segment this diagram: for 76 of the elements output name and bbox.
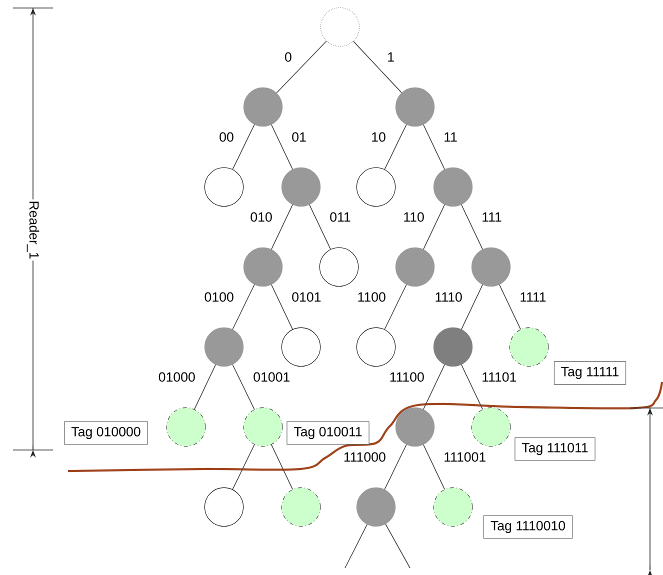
edge-label: 0100 bbox=[202, 290, 236, 304]
edge bbox=[385, 524, 410, 568]
edge bbox=[276, 40, 327, 94]
tag-label-box: Tag 11111 bbox=[554, 361, 626, 385]
edge-label: 1111 bbox=[518, 291, 548, 303]
edge bbox=[384, 124, 407, 170]
tag-node bbox=[281, 487, 321, 527]
tree-node bbox=[395, 247, 435, 287]
edge-label: 11101 bbox=[480, 370, 518, 384]
tag-node bbox=[243, 407, 283, 447]
edge-label: 111 bbox=[480, 211, 504, 223]
edge bbox=[461, 364, 483, 410]
tree-node bbox=[281, 167, 321, 207]
empty-node bbox=[204, 167, 244, 207]
tag-node bbox=[166, 407, 206, 447]
tag-label-box: Tag 111011 bbox=[514, 437, 596, 461]
edge bbox=[232, 364, 255, 410]
empty-node bbox=[204, 487, 244, 527]
empty-node bbox=[319, 247, 359, 287]
edge-label: 01001 bbox=[252, 370, 292, 384]
edge bbox=[461, 284, 483, 330]
tag-label-box: Tag 010011 bbox=[286, 421, 370, 445]
edge bbox=[232, 124, 255, 170]
edge-label: 0 bbox=[283, 50, 294, 64]
edge-label: 111001 bbox=[442, 450, 488, 464]
edge bbox=[384, 284, 407, 330]
edge bbox=[232, 444, 255, 490]
edge bbox=[423, 124, 445, 170]
edge-label: 1110 bbox=[433, 290, 464, 304]
tag-label-box: Tag 010000 bbox=[64, 421, 148, 445]
edge-label: 010 bbox=[248, 210, 274, 224]
tree-node bbox=[471, 247, 511, 287]
edge bbox=[423, 204, 445, 250]
tree-node bbox=[433, 167, 473, 207]
tag-node bbox=[509, 327, 549, 367]
tree-node bbox=[243, 87, 283, 127]
edge bbox=[461, 204, 483, 250]
edge bbox=[353, 40, 402, 94]
edge bbox=[309, 204, 331, 250]
tree-node bbox=[356, 487, 396, 527]
edge-label: 1 bbox=[386, 51, 396, 63]
edge bbox=[271, 444, 293, 490]
empty-node bbox=[281, 327, 321, 367]
edge bbox=[423, 364, 445, 410]
edge-label: 110 bbox=[402, 210, 426, 224]
tag-label-box: Tag 1110010 bbox=[484, 515, 572, 539]
edge-label: 11 bbox=[442, 131, 459, 143]
edge bbox=[423, 444, 445, 490]
root-node bbox=[320, 7, 360, 47]
tree-node bbox=[204, 327, 244, 367]
edge bbox=[271, 204, 293, 250]
empty-node bbox=[356, 327, 396, 367]
tree-node bbox=[395, 87, 435, 127]
tree-node bbox=[395, 407, 435, 447]
edge-label: 01 bbox=[290, 130, 308, 144]
edge-label: 01000 bbox=[157, 370, 197, 384]
edge bbox=[194, 364, 216, 410]
tree-node bbox=[243, 247, 283, 287]
empty-node bbox=[356, 167, 396, 207]
tree-node bbox=[433, 327, 473, 367]
edge-label: 0101 bbox=[290, 290, 323, 304]
tag-node bbox=[433, 487, 473, 527]
edge bbox=[384, 444, 407, 490]
tag-node bbox=[471, 407, 511, 447]
edge bbox=[499, 284, 521, 330]
edge-label: 011 bbox=[328, 210, 352, 224]
edge-label: 11100 bbox=[388, 370, 426, 384]
edge bbox=[271, 124, 293, 170]
edge bbox=[271, 284, 293, 330]
edge-label: 10 bbox=[370, 130, 388, 144]
edge bbox=[344, 524, 368, 568]
edge-label: 111000 bbox=[342, 450, 388, 464]
edge bbox=[232, 284, 255, 330]
edge-label: 00 bbox=[218, 130, 236, 144]
dimension-label: Reader_1 bbox=[26, 199, 40, 261]
edge-label: 1100 bbox=[356, 290, 388, 304]
